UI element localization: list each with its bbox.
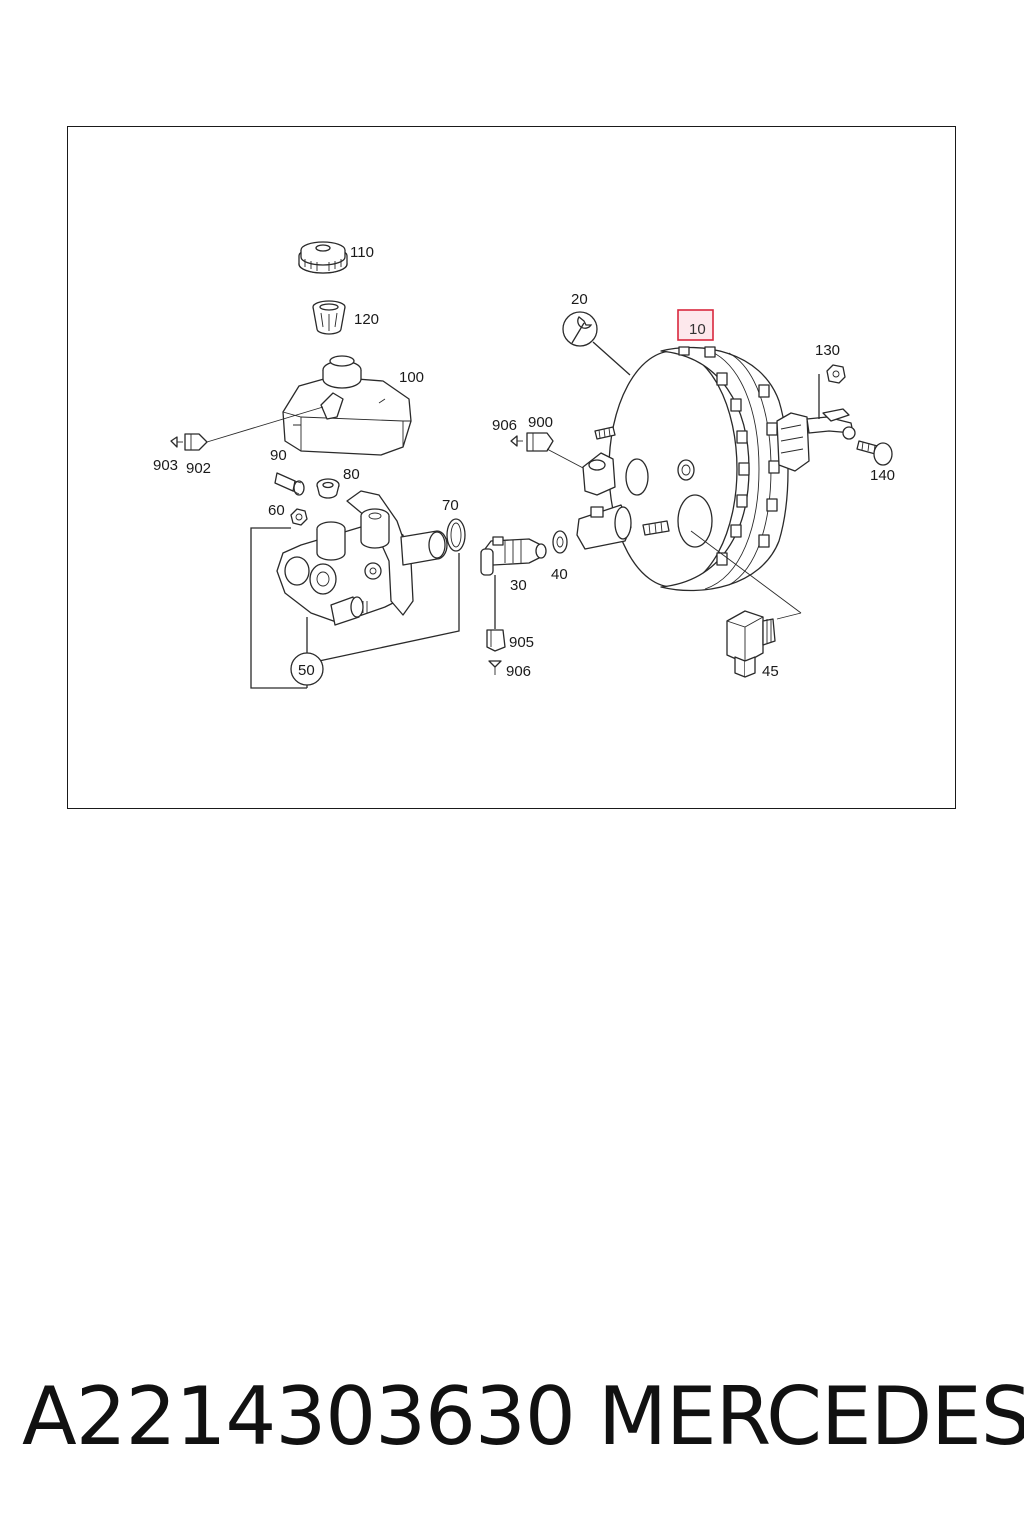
part-70-o-ring[interactable]	[446, 518, 466, 552]
part-905-connector[interactable]	[486, 629, 506, 652]
label-140: 140	[870, 467, 895, 484]
label-100: 100	[399, 369, 424, 386]
part-110-cap[interactable]	[298, 241, 348, 274]
label-905: 905	[509, 634, 534, 651]
label-120: 120	[354, 311, 379, 328]
label-10: 10	[689, 321, 706, 338]
label-40: 40	[551, 566, 568, 583]
label-70: 70	[442, 497, 459, 514]
brand-text: MERCEDES	[598, 1370, 1024, 1463]
part-45-sensor[interactable]	[726, 610, 776, 678]
label-130: 130	[815, 342, 840, 359]
part-906-plug-upper[interactable]	[510, 435, 523, 447]
part-30-sensor[interactable]	[480, 536, 547, 576]
part-120-strainer[interactable]	[312, 300, 346, 335]
part-10-brake-booster[interactable]	[576, 346, 854, 592]
label-900: 900	[528, 414, 553, 431]
diagram-frame: 110 120 100 9	[67, 126, 956, 809]
part-80-grommet[interactable]	[316, 478, 340, 499]
part-20-wrench-icon	[562, 311, 598, 347]
part-number-text: A2214303630	[22, 1370, 576, 1463]
part-60-nut[interactable]	[290, 508, 308, 526]
part-130-nut[interactable]	[826, 364, 846, 384]
part-50-master-cylinder[interactable]	[276, 490, 448, 626]
part-100-reservoir[interactable]	[282, 355, 412, 456]
part-902-connector[interactable]	[184, 433, 208, 451]
part-140-bolt[interactable]	[842, 426, 893, 466]
label-906-lower: 906	[506, 663, 531, 680]
label-50: 50	[298, 662, 315, 679]
label-110: 110	[350, 244, 374, 261]
label-60: 60	[268, 502, 285, 519]
part-40-washer[interactable]	[552, 530, 568, 554]
label-45: 45	[762, 663, 779, 680]
part-90-pin[interactable]	[274, 472, 305, 496]
highlight-box-10	[677, 309, 714, 341]
parts-diagram: 110 120 100 9	[153, 241, 895, 689]
label-906-upper: 906	[492, 417, 517, 434]
label-90: 90	[270, 447, 287, 464]
label-903: 903	[153, 457, 178, 474]
part-900-connector[interactable]	[526, 432, 554, 452]
part-906-plug-lower[interactable]	[488, 660, 502, 675]
label-902: 902	[186, 460, 211, 477]
label-30: 30	[510, 577, 527, 594]
label-80: 80	[343, 466, 360, 483]
part-903-plug[interactable]	[170, 436, 183, 448]
label-20: 20	[571, 291, 588, 308]
callout-circle-50	[290, 652, 324, 686]
footer: A2214303630 MERCEDES	[0, 1370, 1024, 1470]
